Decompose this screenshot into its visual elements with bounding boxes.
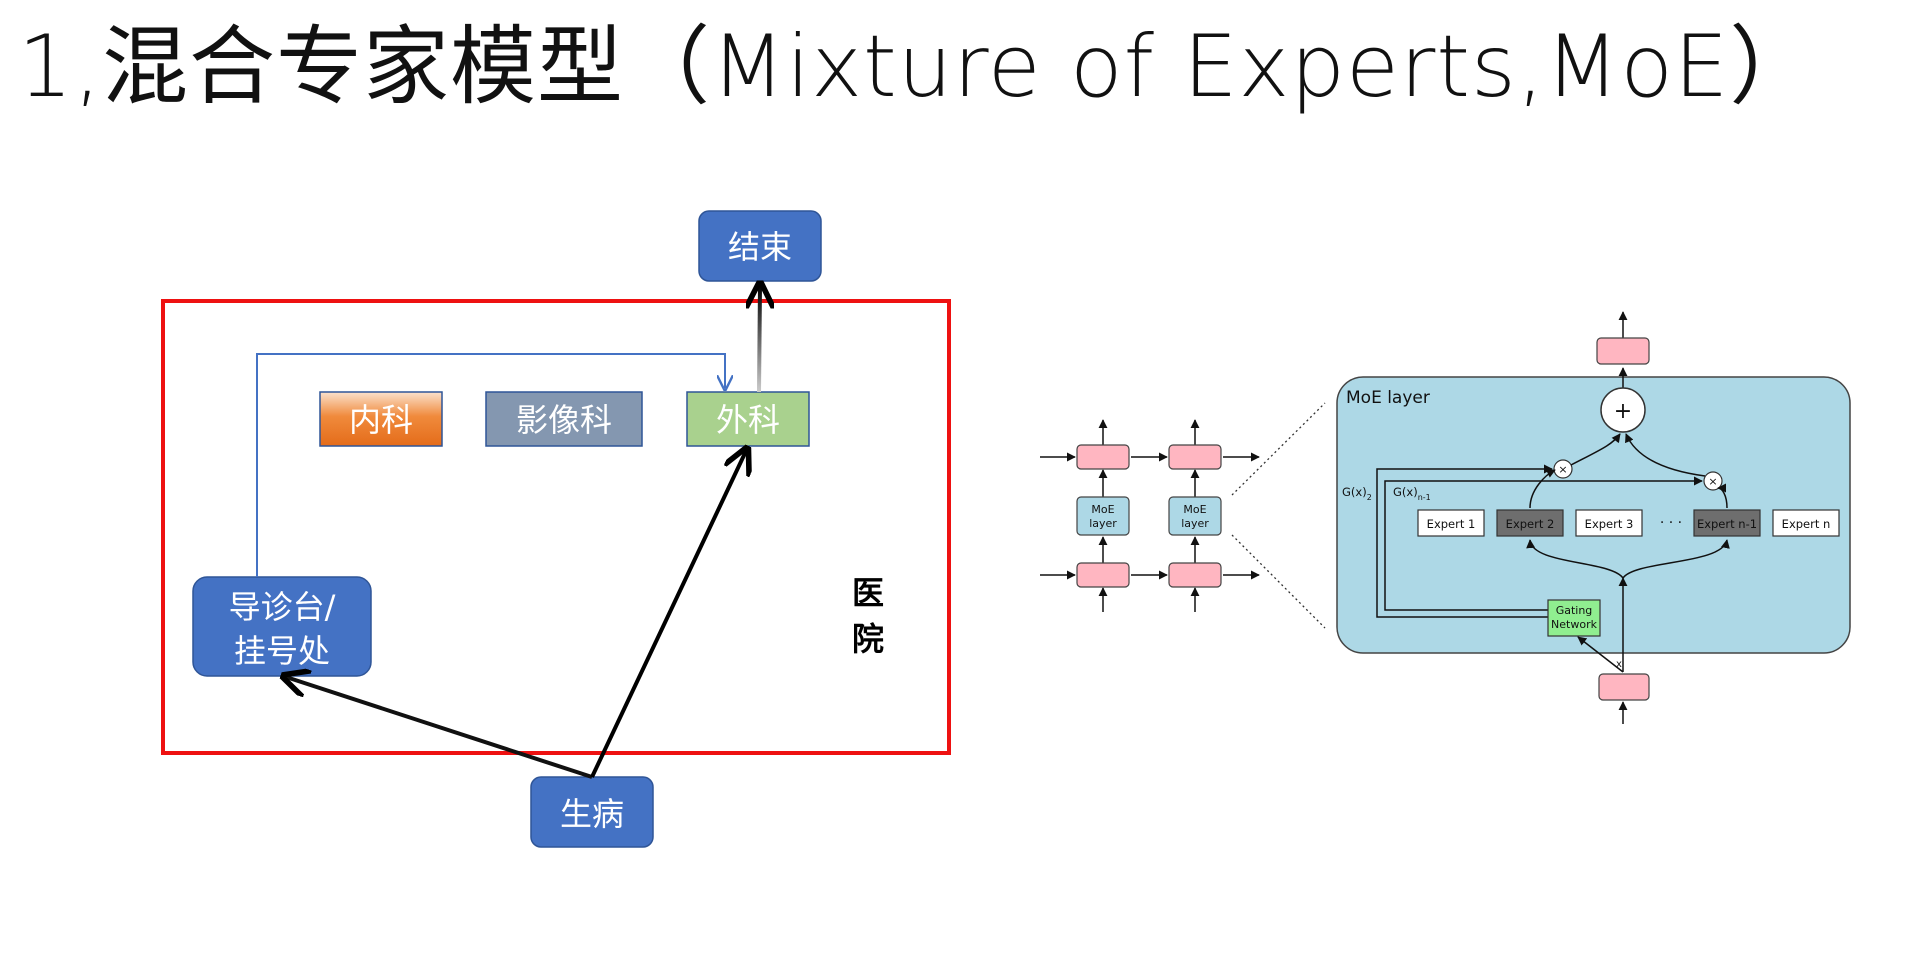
expert-2: Expert 2 [1496,509,1564,537]
small-moe-layer-block: MoE layer [1076,496,1130,536]
svg-text:Expert n: Expert n [1782,517,1831,531]
expert-n: Expert n [1772,509,1840,537]
end-node-label: 结束 [728,228,792,266]
hospital-label-char2: 院 [852,620,884,658]
stack-pink-block [1168,444,1222,470]
zoom-line-top [1231,402,1326,496]
gate-label-2: G(x)2 [1342,485,1372,502]
triage-desk-node[interactable]: 导诊台/ 挂号处 [192,576,372,677]
svg-text:layer: layer [1181,517,1209,530]
hospital-boundary [161,299,951,755]
slide-title: 1,混合专家模型（Mixture of Experts,MoE） [18,17,1817,117]
svg-text:layer: layer [1089,517,1117,530]
dept-internal-medicine[interactable]: 内科 [319,391,443,447]
dept-imaging-label: 影像科 [516,401,612,439]
sum-node: + [1600,387,1646,433]
svg-text:MoE: MoE [1091,503,1114,516]
svg-text:×: × [1558,463,1567,476]
moe-layer-title: MoE layer [1346,388,1430,408]
svg-text:+: + [1614,399,1632,424]
expert-n-minus-1: Expert n-1 [1693,509,1761,537]
svg-text:Network: Network [1551,618,1598,631]
surgery-to-end-arrow [759,286,760,393]
dept-internal-label: 内科 [349,401,413,439]
zoom-line-bottom [1231,534,1326,629]
sick-to-surgery-arrow [590,451,746,778]
small-moe-layer-block: MoE layer [1168,496,1222,536]
svg-text:Expert n-1: Expert n-1 [1697,517,1757,531]
input-label: x [1616,659,1622,670]
hospital-label-char1: 医 [852,574,884,612]
sick-to-triage-arrow [286,677,593,779]
stack-pink-block [1168,562,1222,588]
triage-label-line1: 导诊台/ [229,588,336,626]
svg-text:MoE: MoE [1183,503,1206,516]
dept-surgery[interactable]: 外科 [686,391,810,447]
multiply-node-2: × [1553,459,1573,479]
expert-ellipsis: · · · [1660,515,1682,531]
svg-text:Expert 2: Expert 2 [1506,517,1555,531]
stack-pink-block [1076,562,1130,588]
svg-text:Expert 1: Expert 1 [1427,517,1476,531]
expert-1: Expert 1 [1417,509,1485,537]
dept-imaging[interactable]: 影像科 [485,391,643,447]
moe-diagram: MoE layer MoE layer MoE layer + × [1040,311,1851,724]
sick-node-label: 生病 [560,795,624,833]
output-pink-block [1596,337,1650,365]
sick-node[interactable]: 生病 [530,776,654,848]
svg-text:Gating: Gating [1556,604,1593,617]
svg-text:Expert 3: Expert 3 [1585,517,1634,531]
expert-3: Expert 3 [1575,509,1643,537]
end-node[interactable]: 结束 [698,210,822,282]
stack-pink-block [1076,444,1130,470]
gating-network: Gating Network [1547,599,1601,637]
gate-label-n1: G(x)n-1 [1393,485,1431,502]
svg-text:×: × [1708,475,1717,488]
dept-surgery-label: 外科 [716,401,780,439]
triage-to-surgery-arrow [256,353,725,577]
input-pink-block [1598,673,1650,701]
moe-stack: MoE layer MoE layer [1040,419,1260,612]
multiply-node-n1: × [1703,471,1723,491]
hospital-diagram: 结束 内科 影像科 外科 导诊台/ 挂号处 医 院 生病 [161,210,951,848]
triage-label-line2: 挂号处 [234,632,330,670]
